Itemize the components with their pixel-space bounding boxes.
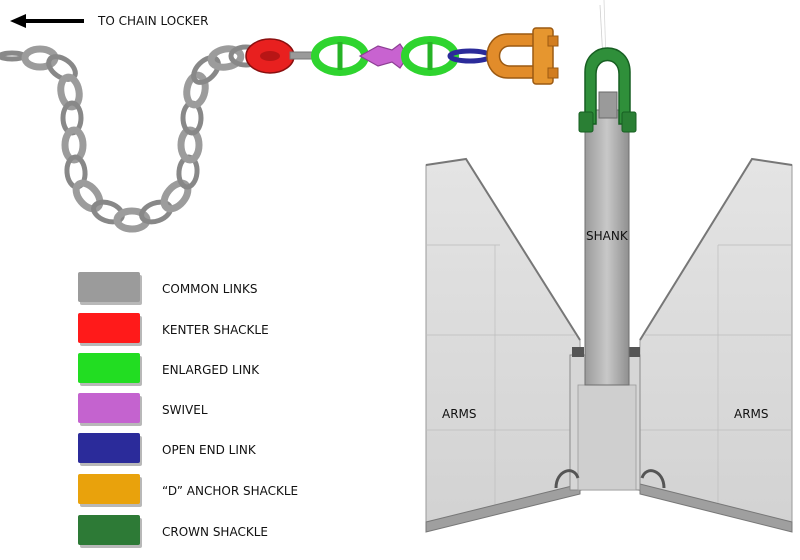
legend-label: OPEN END LINK bbox=[162, 443, 256, 457]
common-link bbox=[61, 126, 87, 164]
legend-swatch bbox=[78, 474, 140, 504]
common-link bbox=[183, 71, 209, 109]
legend-swatch bbox=[78, 353, 140, 383]
common-link bbox=[207, 45, 245, 71]
enlarged-link-2 bbox=[401, 36, 459, 76]
legend-label: COMMON LINKS bbox=[162, 282, 258, 296]
shank-label: SHANK bbox=[586, 229, 629, 243]
legend-label: KENTER SHACKLE bbox=[162, 323, 269, 337]
legend-item-enlarged-link: ENLARGED LINK bbox=[78, 353, 378, 387]
legend-label: “D” ANCHOR SHACKLE bbox=[162, 484, 299, 498]
legend-item-crown-shackle: CROWN SHACKLE bbox=[78, 515, 378, 549]
anchor bbox=[425, 47, 793, 533]
common-link bbox=[72, 179, 104, 213]
right-arm bbox=[637, 158, 793, 531]
common-link bbox=[0, 50, 27, 62]
legend-label: CROWN SHACKLE bbox=[162, 525, 268, 539]
legend-swatch bbox=[78, 515, 140, 545]
direction-indicator: TO CHAIN LOCKER bbox=[10, 12, 250, 32]
legend-item-d-anchor-shackle: “D” ANCHOR SHACKLE bbox=[78, 474, 378, 508]
legend-swatch bbox=[78, 393, 140, 423]
arrow-left-icon bbox=[10, 14, 84, 28]
legend-swatch bbox=[78, 272, 140, 302]
d-anchor-shackle bbox=[486, 33, 537, 79]
legend-item-open-end-link: OPEN END LINK bbox=[78, 433, 378, 467]
legend-item-swivel: SWIVEL bbox=[78, 393, 378, 427]
arms-right-label: ARMS bbox=[734, 407, 769, 421]
right-arm-bottom-edge bbox=[639, 483, 793, 533]
left-arm-bottom-edge bbox=[425, 483, 581, 533]
common-link bbox=[191, 55, 221, 85]
shank bbox=[584, 109, 630, 386]
left-arm bbox=[425, 158, 583, 531]
legend-item-common-links: COMMON LINKS bbox=[78, 272, 378, 306]
legend-item-kenter-shackle: KENTER SHACKLE bbox=[78, 313, 378, 347]
common-link bbox=[57, 73, 83, 111]
direction-label: TO CHAIN LOCKER bbox=[98, 14, 209, 28]
legend-label: SWIVEL bbox=[162, 403, 208, 417]
swivel bbox=[358, 43, 409, 69]
legend-label: ENLARGED LINK bbox=[162, 363, 260, 377]
arms-left-label: ARMS bbox=[442, 407, 477, 421]
legend-swatch bbox=[78, 313, 140, 343]
crown-shackle bbox=[584, 47, 631, 125]
common-link bbox=[160, 179, 192, 213]
legend-swatch bbox=[78, 433, 140, 463]
chain bbox=[0, 27, 559, 233]
